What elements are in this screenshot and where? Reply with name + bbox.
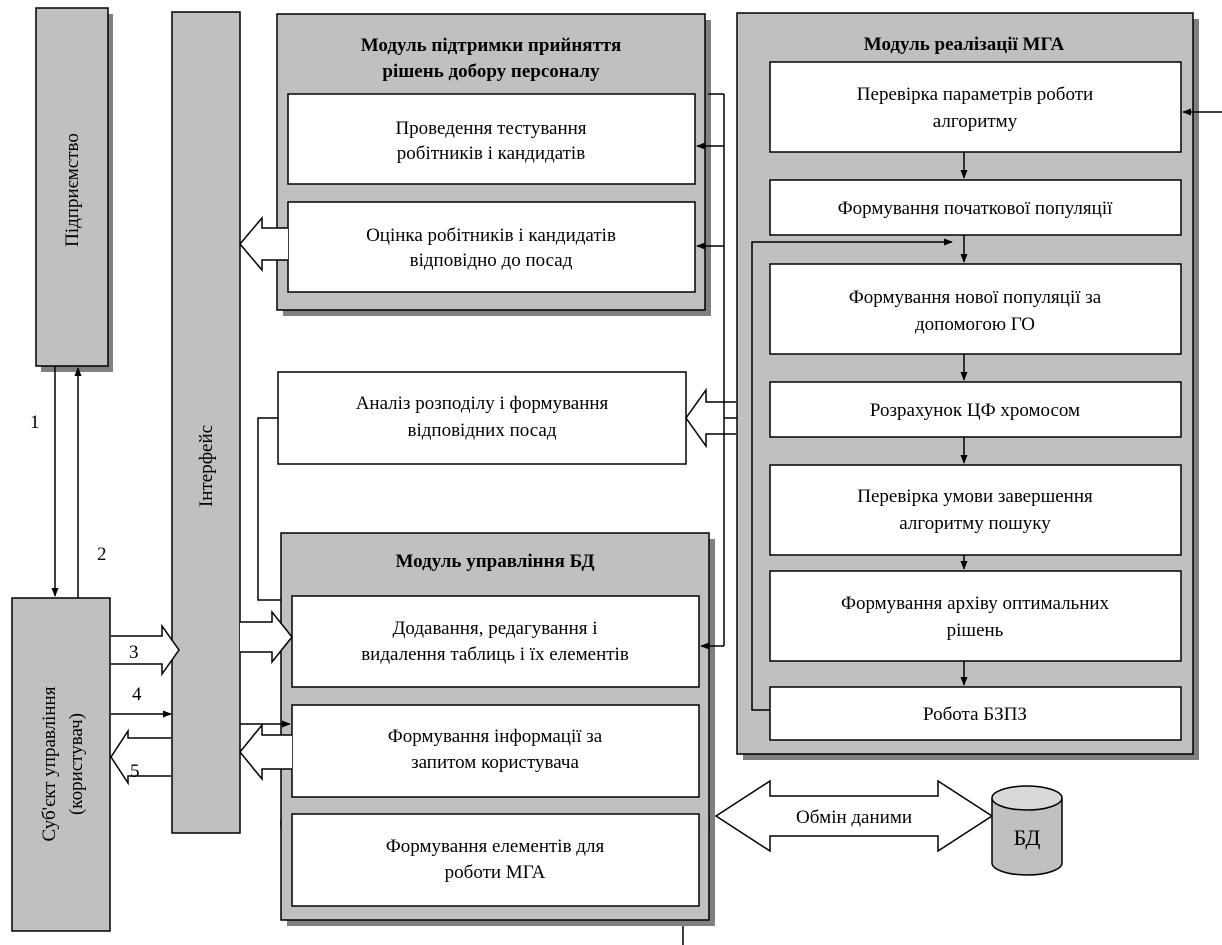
exchange-label: Обмін даними (796, 807, 912, 828)
mga-module-title: Модуль реалізації МГА (864, 34, 1065, 55)
archive-box (769, 570, 1182, 662)
kb-work-box (769, 686, 1182, 741)
db-module: Модуль управління БД Додавання, редагува… (280, 532, 715, 833)
enterprise-label: Підприємство (62, 133, 83, 247)
testing-line2: робітників і кандидатів (397, 143, 585, 164)
mga-module: Модуль реалізації МГА Перевірка параметр… (736, 12, 1199, 760)
termination-box (769, 464, 1182, 556)
mga-outputs (696, 93, 737, 650)
database-label: БД (1014, 825, 1041, 850)
subject-label-line1: Суб'єкт управління (39, 686, 60, 841)
decision-module: Модуль підтримки прийняття рішень добору… (276, 13, 711, 316)
flow-label-4: 4 (132, 684, 142, 705)
analysis-block: Аналіз розподілу і формування відповідни… (277, 371, 687, 465)
add-edit-line1: Додавання, редагування і (392, 618, 597, 639)
data-exchange-arrow: Обмін даними (714, 779, 994, 853)
check-params-box (769, 61, 1182, 153)
evaluation-line1: Оцінка робітників і кандидатів (366, 225, 616, 246)
subject-label-line2: (користувач) (66, 713, 87, 815)
evaluation-to-interface-arrow (239, 215, 288, 273)
analysis-to-db-connector (257, 417, 291, 604)
flows-subject-interface: 3 4 5 (110, 623, 180, 786)
flow-arrow-3 (111, 623, 180, 677)
decision-module-title-line1: Модуль підтримки прийняття (361, 35, 622, 56)
flow-label-5: 5 (130, 761, 140, 782)
database-cylinder: БД (991, 785, 1063, 876)
interface-label: Інтерфейс (196, 425, 217, 507)
subject-block: Суб'єкт управління (користувач) (11, 597, 111, 932)
evaluation-box (287, 201, 696, 293)
archive-line1: Формування архіву оптимальних (841, 593, 1110, 614)
termination-line2: алгоритму пошуку (899, 513, 1051, 534)
mga-elements-line2: роботи МГА (445, 862, 546, 883)
add-edit-box (291, 595, 700, 688)
flow-label-1: 1 (30, 412, 40, 433)
query-line1: Формування інформації за (388, 726, 603, 747)
interface-to-add-edit-arrow (240, 609, 293, 665)
mga-elements-line1: Формування елементів для (386, 836, 605, 857)
analysis-line1: Аналіз розподілу і формування (356, 393, 609, 414)
check-params-line2: алгоритму (933, 111, 1018, 132)
archive-line2: рішень (947, 620, 1004, 641)
initial-population-box (769, 179, 1182, 236)
query-to-interface-arrow (239, 722, 292, 782)
db-module-ext-border (280, 820, 710, 921)
enterprise-block: Підприємство (35, 7, 113, 372)
testing-box (287, 93, 696, 185)
flow-label-3: 3 (129, 642, 139, 663)
check-params-line1: Перевірка параметрів роботи (857, 84, 1093, 105)
interface-bar: Інтерфейс (171, 11, 241, 834)
flows-enterprise-subject: 1 2 (30, 366, 107, 598)
query-box (291, 704, 700, 798)
add-edit-line2: видалення таблиць і їх елементів (361, 644, 629, 665)
db-module-title: Модуль управління БД (395, 551, 594, 572)
testing-line1: Проведення тестування (395, 118, 586, 139)
query-line2: запитом користувача (411, 752, 579, 773)
flow-arrow-5 (110, 728, 171, 786)
kb-work-text: Робота БЗПЗ (923, 704, 1027, 725)
fitness-box (769, 381, 1182, 438)
flow-label-2: 2 (97, 544, 107, 565)
new-population-line2: допомогою ГО (915, 314, 1035, 335)
fitness-text: Розрахунок ЦФ хромосом (870, 400, 1080, 421)
new-population-box (769, 263, 1182, 355)
initial-population-text: Формування початкової популяції (838, 198, 1114, 219)
analysis-line2: відповідних посад (408, 420, 557, 441)
mga-elements-box-rect (291, 813, 700, 907)
evaluation-line2: відповідно до посад (410, 250, 573, 271)
termination-line1: Перевірка умови завершення (857, 486, 1093, 507)
decision-module-title-line2: рішень добору персоналу (382, 61, 600, 82)
mga-flow-arrows (751, 108, 1222, 711)
new-population-line1: Формування нової популяції за (849, 287, 1102, 308)
